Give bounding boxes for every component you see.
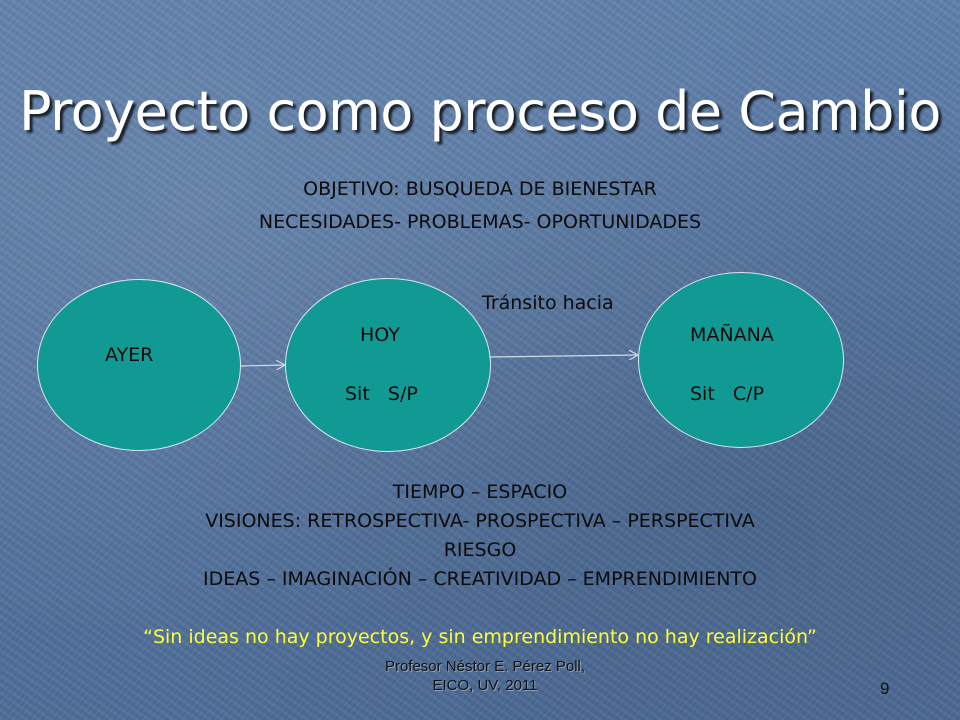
time-space-text: TIEMPO – ESPACIO bbox=[392, 481, 568, 503]
manana-sub: Sit C/P bbox=[690, 383, 765, 405]
quote-text: “Sin ideas no hay proyectos, y sin empre… bbox=[143, 626, 817, 648]
manana-ellipse bbox=[638, 272, 844, 448]
hoy-label: HOY bbox=[360, 324, 400, 346]
transit-label: Tránsito hacia bbox=[482, 292, 614, 314]
needs-text: NECESIDADES- PROBLEMAS- OPORTUNIDADES bbox=[258, 211, 702, 233]
hoy-sub: Sit S/P bbox=[345, 383, 418, 405]
footer-author: Profesor Néstor E. Pérez Poll, bbox=[384, 658, 586, 675]
arrow-hoy-manana bbox=[488, 355, 638, 357]
footer: Profesor Néstor E. Pérez Poll, EICO, UV,… bbox=[340, 657, 630, 695]
footer-institution: EICO, UV, 2011 bbox=[432, 677, 538, 694]
hoy-ellipse bbox=[285, 278, 491, 452]
ideas-text: IDEAS – IMAGINACIÓN – CREATIVIDAD – EMPR… bbox=[203, 568, 757, 590]
arrow-ayer-hoy bbox=[239, 365, 285, 366]
ayer-label: AYER bbox=[105, 344, 154, 366]
objective-text: OBJETIVO: BUSQUEDA DE BIENESTAR bbox=[303, 178, 657, 200]
ayer-ellipse bbox=[37, 279, 241, 451]
visions-text: VISIONES: RETROSPECTIVA- PROSPECTIVA – P… bbox=[205, 510, 755, 532]
page-number: 9 bbox=[880, 679, 890, 698]
risk-text: RIESGO bbox=[443, 539, 517, 561]
slide-title: Proyecto como proceso de Cambio bbox=[19, 80, 941, 143]
manana-label: MAÑANA bbox=[690, 324, 774, 346]
